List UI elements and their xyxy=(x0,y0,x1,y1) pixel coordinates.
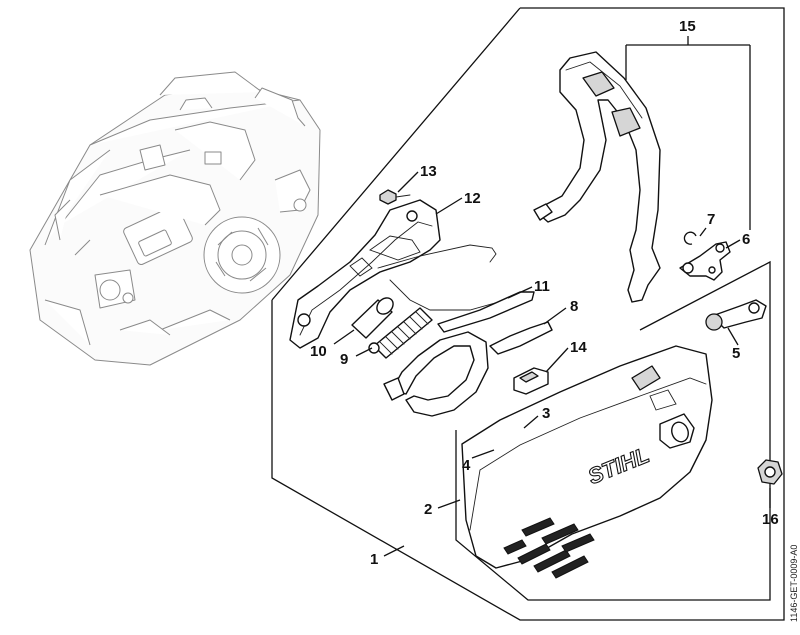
callout-11: 11 xyxy=(534,278,550,295)
callout-8: 8 xyxy=(570,298,578,315)
callout-3: 3 xyxy=(542,405,550,422)
sleeve-part-10 xyxy=(351,297,394,339)
callout-10: 10 xyxy=(310,343,327,360)
callout-13: 13 xyxy=(420,163,437,180)
brake-band xyxy=(383,331,489,417)
assembly-outline-1 xyxy=(271,7,785,621)
callout-4: 4 xyxy=(462,457,471,474)
callout-12: 12 xyxy=(464,190,481,207)
sprocket-cover-part-2: STIHL xyxy=(461,345,713,579)
lever-link-part-6 xyxy=(679,241,731,281)
callout-1: 1 xyxy=(370,551,378,568)
cam-link-part-5 xyxy=(705,299,767,331)
brake-lever-part-12 xyxy=(289,199,441,349)
brake-link-bar xyxy=(437,291,535,333)
leader-lines xyxy=(333,36,771,557)
screw-part-13 xyxy=(379,189,411,205)
callout-6: 6 xyxy=(742,231,750,248)
spring-clip-part-8 xyxy=(489,321,553,355)
callout-2: 2 xyxy=(424,501,432,518)
callout-labels: 15 13 12 7 6 11 8 10 9 5 14 3 4 2 1 16 xyxy=(310,18,779,568)
brake-link-part-11 xyxy=(377,244,521,311)
slide-block-part-14 xyxy=(513,367,549,395)
callout-5: 5 xyxy=(732,345,740,362)
hand-guard-part-15 xyxy=(533,51,661,303)
callout-7: 7 xyxy=(707,211,715,228)
callout-14: 14 xyxy=(570,339,587,356)
callout-16: 16 xyxy=(762,511,779,528)
assembly-outline-2 xyxy=(455,260,771,601)
nut-part-16 xyxy=(757,459,783,485)
circlip-part-7 xyxy=(683,231,697,245)
cover-vents xyxy=(503,517,595,579)
callout-9: 9 xyxy=(340,351,348,368)
engine-assembly-illustration xyxy=(29,71,321,366)
reference-code: 1146-GET-0009-A0 xyxy=(789,545,799,622)
callout-15: 15 xyxy=(679,18,696,35)
spring-part-9 xyxy=(368,307,433,359)
